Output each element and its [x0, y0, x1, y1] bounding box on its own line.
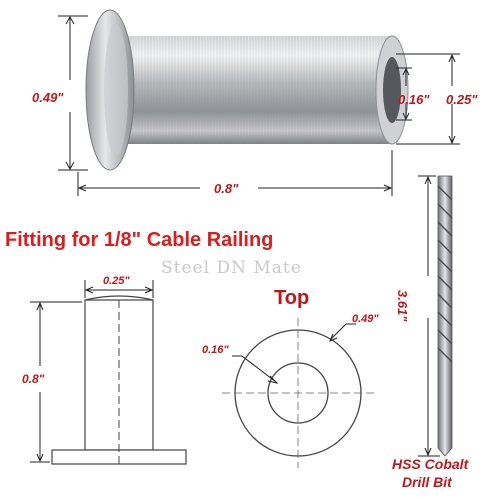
side-width-label: 0.25" [103, 275, 130, 287]
top-view-outer-label: 0.49" [352, 313, 379, 325]
side-height-label: 0.8" [22, 372, 45, 386]
side-view-drawing [51, 295, 187, 465]
top-view-outer-leader [329, 323, 356, 341]
fitting-3d [85, 9, 409, 171]
drill-caption-line2: Drill Bit [402, 474, 452, 490]
length-label: 0.8" [214, 181, 239, 196]
fitting-flange-rim [104, 24, 128, 156]
top-view-drawing [222, 318, 374, 468]
dim-line-inner [396, 67, 412, 121]
product-heading: Fitting for 1/8" Cable Railing [5, 229, 274, 251]
flange-diameter-label: 0.49" [32, 90, 64, 105]
fitting-bore [383, 57, 401, 123]
fitting-tube-texture [110, 36, 392, 144]
drill-bit [437, 175, 453, 457]
dim-line-side-height [30, 301, 82, 463]
drill-caption-line1: HSS Cobalt [392, 456, 469, 472]
top-view-title: Top [274, 287, 310, 309]
dim-line-outer [396, 53, 460, 145]
drill-length-label: 3.61" [395, 290, 410, 322]
drill-bit-flutes [437, 185, 453, 363]
outer-diameter-label: 0.25" [446, 92, 478, 107]
dim-line-drill [418, 175, 440, 457]
dim-line-flange [58, 15, 88, 171]
top-view-inner-label: 0.16" [202, 344, 229, 356]
dim-line-length [77, 150, 393, 196]
inner-diameter-label: 0.16" [398, 92, 430, 107]
top-view-inner-leader [232, 355, 277, 383]
drill-bit-body [437, 175, 453, 457]
watermark-text: Steel DN Mate [161, 258, 302, 278]
dim-line-side-width [84, 280, 154, 298]
side-view-top-edge [84, 295, 154, 301]
